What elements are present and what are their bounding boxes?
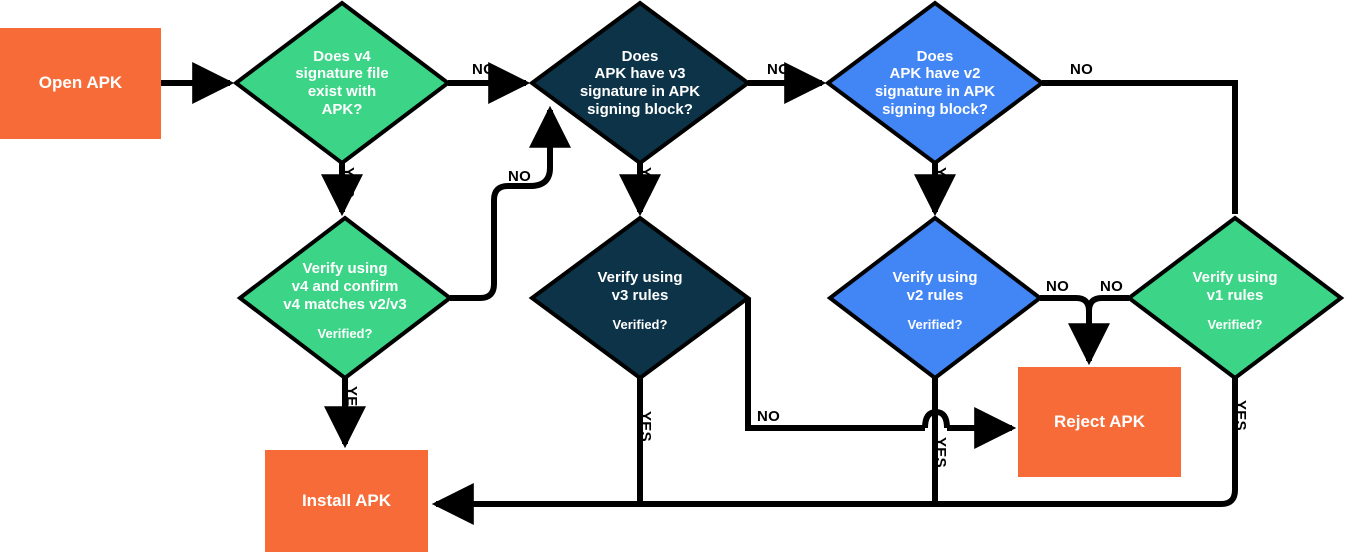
edge-label-verify-v3-no: NO [757, 408, 781, 425]
edge-label-v4-exists-yes: YES [340, 167, 357, 198]
edge-verifyv1-yes-to-install [431, 378, 1238, 525]
edge-label-verify-v1-yes: YES [1232, 400, 1249, 431]
edge-verifyv4-no-to-v3 [450, 105, 571, 301]
node-v2-block-shape[interactable] [824, 0, 1046, 166]
node-verify-v1-shape[interactable] [1125, 215, 1345, 381]
edge-label-verify-v1-no: NO [1100, 278, 1124, 295]
node-verify-v4-shape[interactable] [236, 215, 454, 381]
edge-label-verify-v3-yes: YES [637, 411, 654, 442]
edge-label-v2-block-yes: YES [932, 167, 949, 198]
edge-verifyv1-no-to-reject [1086, 295, 1129, 312]
node-open-apk-shape[interactable] [0, 28, 161, 139]
edge-v2-no-to-verifyv1 [1042, 80, 1238, 214]
edge-label-verify-v4-yes: YES [343, 386, 360, 417]
node-verify-v2-shape[interactable] [826, 215, 1044, 381]
edge-verifyv2-no-to-reject [1040, 295, 1110, 366]
edge-label-verify-v4-no: NO [508, 168, 532, 185]
edge-label-verify-v2-no: NO [1046, 278, 1070, 295]
edge-label-v3-block-no: NO [767, 61, 791, 78]
edge-label-v3-block-yes: YES [637, 167, 654, 198]
edge-verifyv3-no-to-reject [745, 298, 925, 431]
node-v4-exists-shape[interactable] [232, 0, 452, 166]
node-v3-block-shape[interactable] [528, 0, 752, 166]
edge-label-v2-block-no: NO [1070, 61, 1094, 78]
edge-label-verify-v2-yes: YES [932, 437, 949, 468]
node-install-apk-shape[interactable] [265, 450, 428, 552]
node-verify-v3-shape[interactable] [528, 215, 752, 381]
node-reject-apk-shape[interactable] [1018, 367, 1181, 477]
edge-label-v4-exists-no: NO [472, 61, 496, 78]
